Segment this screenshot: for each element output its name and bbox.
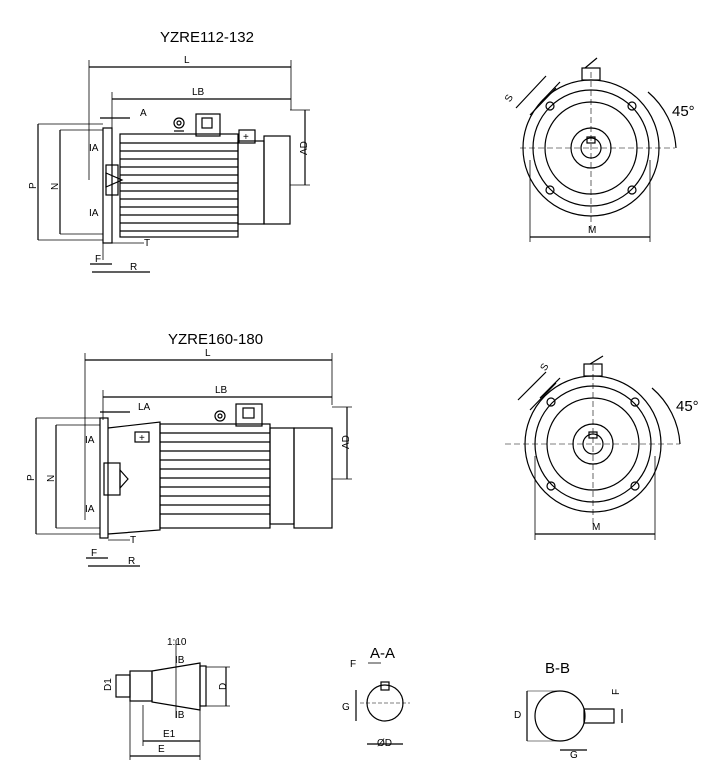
dim-S-middle: S xyxy=(539,361,552,373)
dim-F-middle: F xyxy=(91,548,97,559)
middle-end-view: S 45° M xyxy=(505,355,699,540)
dim-LA: LA xyxy=(138,402,151,413)
dim-L: L xyxy=(184,55,190,66)
dim-E: E xyxy=(158,744,165,755)
section-IB-upper: IB xyxy=(175,655,185,666)
dim-LB-middle: LB xyxy=(215,385,228,396)
dim-phiD: ØD xyxy=(377,738,392,749)
dim-AD-middle: AD xyxy=(341,435,352,449)
dim-LB: LB xyxy=(192,87,205,98)
dim-AD: AD xyxy=(299,141,310,155)
dim-F: F xyxy=(95,254,101,265)
dim-M-middle: M xyxy=(592,522,600,533)
dim-G-bb: G xyxy=(570,750,578,761)
section-aa-title: A-A xyxy=(370,645,395,662)
dim-T-middle: T xyxy=(130,535,136,546)
svg-text:+: + xyxy=(243,132,249,143)
dim-D-shaft: D xyxy=(218,683,229,690)
section-aa: A-A F G ØD xyxy=(342,645,410,749)
dim-G-aa: G xyxy=(342,702,350,713)
section-IB-lower: IB xyxy=(175,710,185,721)
angle-top: 45° xyxy=(672,103,695,120)
dim-R-middle: R xyxy=(128,556,135,567)
dim-N-middle: N xyxy=(46,475,57,482)
angle-middle: 45° xyxy=(676,398,699,415)
dim-P-middle: P xyxy=(26,474,37,481)
dim-R: R xyxy=(130,262,137,273)
top-end-view: S 45° M xyxy=(503,57,695,242)
svg-text:+: + xyxy=(139,433,145,444)
dim-F-bb: F xyxy=(611,689,622,695)
dim-P: P xyxy=(28,182,39,189)
dim-S-top: S xyxy=(503,93,516,105)
section-bb-title: B-B xyxy=(545,660,570,677)
dim-L-middle: L xyxy=(205,348,211,359)
taper-label: 1:10 xyxy=(167,637,187,648)
shaft-detail: 1:10 IB IB D D1 E1 E xyxy=(103,637,230,760)
dim-D-bb: D xyxy=(514,710,521,721)
middle-side-view: YZRE160-180 L LB LA + xyxy=(26,331,352,567)
dim-A: A xyxy=(140,108,147,119)
dim-IA-lower: IA xyxy=(89,208,99,219)
dim-D1: D1 xyxy=(103,678,114,691)
section-bb: B-B D F G xyxy=(514,660,623,761)
middle-title: YZRE160-180 xyxy=(168,331,263,348)
top-side-view: YZRE112-132 L LB A xyxy=(28,29,310,273)
dim-IA-upper: IA xyxy=(89,143,99,154)
dim-T: T xyxy=(144,238,150,249)
dim-IA-middle-upper: IA xyxy=(85,435,95,446)
dim-N: N xyxy=(50,183,61,190)
dim-F-aa: F xyxy=(350,659,356,670)
dim-IA-middle-lower: IA xyxy=(85,504,95,515)
dim-M-top: M xyxy=(588,225,596,236)
dim-E1: E1 xyxy=(163,729,176,740)
top-title: YZRE112-132 xyxy=(160,29,254,46)
